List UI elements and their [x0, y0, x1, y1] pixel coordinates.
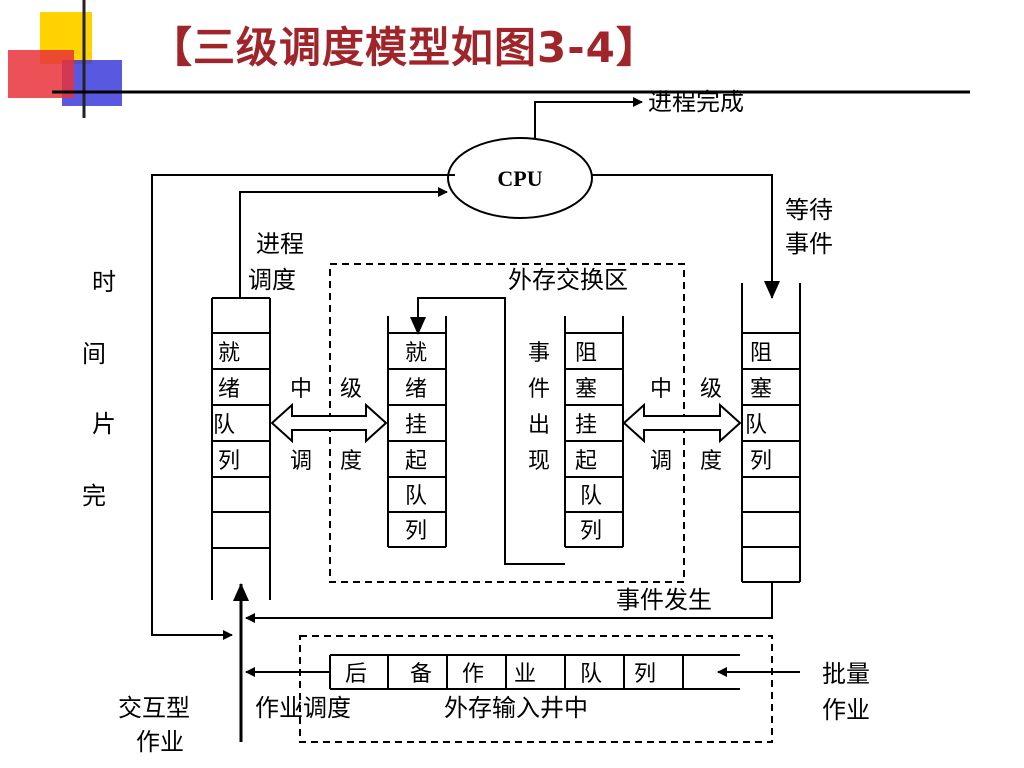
ready-queue-char-2: 绪: [218, 377, 240, 402]
mid-sched-right-char-2: 级: [700, 377, 722, 402]
backup-queue-char-1: 后: [345, 662, 367, 687]
mid-sched-left-double-arrow: [270, 402, 388, 444]
blocked-queue: [741, 283, 801, 583]
complete-arrow: [534, 97, 643, 138]
mid-sched-left-char-1: 中: [290, 377, 312, 402]
blocked-queue-char-1: 阻: [750, 341, 772, 366]
event-occur-char-4: 现: [528, 449, 550, 474]
deco-red-square: [8, 50, 74, 98]
batch-job-label-1: 批量: [822, 660, 870, 688]
time-slice-char-1: 时: [92, 268, 116, 296]
event-occur-char-1: 事: [528, 341, 550, 366]
process-sched-arrow: [239, 187, 448, 298]
wait-event-label-2: 事件: [785, 230, 833, 258]
backup-queue-char-5: 队: [580, 662, 602, 687]
event-occur-char-2: 件: [528, 377, 550, 402]
cpu-label: CPU: [497, 166, 542, 191]
blocked-suspend-char-4: 起: [575, 449, 597, 474]
ready-suspend-char-3: 挂: [405, 413, 427, 438]
process-complete-label: 进程完成: [648, 88, 744, 116]
swap-area-label: 外存交换区: [508, 266, 628, 294]
cpu-ellipse: [447, 137, 593, 219]
ready-suspend-char-5: 队: [405, 484, 427, 509]
time-slice-char-4: 完: [82, 482, 106, 510]
ready-suspend-char-4: 起: [405, 449, 427, 474]
batch-job-label-2: 作业: [822, 696, 870, 724]
wait-event-arrow: [592, 174, 780, 299]
blocked-queue-char-4: 列: [750, 449, 772, 474]
blocked-suspend-char-1: 阻: [575, 341, 597, 366]
wait-event-label-1: 等待: [785, 196, 833, 224]
process-sched-label-2: 调度: [248, 266, 296, 294]
interactive-job-label-1: 交互型: [118, 694, 190, 722]
ready-queue-char-4: 列: [218, 449, 240, 474]
mid-sched-left-char-4: 度: [340, 449, 362, 474]
blocked-queue-char-2: 塞: [750, 377, 772, 402]
ready-queue: [211, 297, 271, 600]
mid-sched-left-char-2: 级: [340, 377, 362, 402]
mid-sched-right-double-arrow: [622, 402, 742, 444]
blocked-suspend-char-3: 挂: [575, 413, 597, 438]
corner-decoration: [8, 0, 122, 118]
event-occur-label: 事件发生: [616, 586, 712, 614]
process-sched-label-1: 进程: [256, 230, 304, 258]
ready-suspend-queue: [387, 316, 447, 548]
blocked-suspend-char-5: 队: [580, 484, 602, 509]
input-well-label: 外存输入井中: [444, 694, 588, 722]
event-occur-inner-arrow: [410, 297, 565, 565]
time-slice-line: [151, 174, 455, 640]
blocked-suspend-char-6: 列: [580, 519, 602, 544]
mid-sched-right-char-4: 度: [700, 449, 722, 474]
event-occur-arrow: [245, 582, 773, 623]
ready-suspend-char-6: 列: [405, 519, 427, 544]
backup-queue-char-3: 作: [462, 662, 484, 687]
backup-queue-char-6: 列: [634, 662, 656, 687]
mid-sched-right-char-3: 调: [650, 449, 672, 474]
ready-suspend-char-2: 绪: [405, 377, 427, 402]
time-slice-char-2: 间: [82, 340, 106, 368]
backup-queue-char-2: 备: [410, 662, 432, 687]
mid-sched-left-char-3: 调: [290, 449, 312, 474]
blocked-queue-char-3: 队: [745, 413, 767, 438]
time-slice-char-3: 片: [92, 410, 116, 438]
blocked-suspend-queue: [564, 316, 624, 548]
ready-suspend-char-1: 就: [405, 341, 427, 366]
slide-title: 【三级调度模型如图3-4】: [150, 23, 659, 72]
ready-queue-char-3: 队: [213, 413, 235, 438]
interactive-job-label-2: 作业: [136, 728, 184, 756]
ready-queue-char-1: 就: [218, 341, 240, 366]
blocked-suspend-char-2: 塞: [575, 377, 597, 402]
event-occur-char-3: 出: [528, 413, 550, 438]
mid-sched-right-char-1: 中: [650, 377, 672, 402]
job-sched-label: 作业调度: [255, 694, 351, 722]
backup-queue-char-4: 业: [514, 662, 536, 687]
backup-job-queue: [329, 654, 740, 690]
